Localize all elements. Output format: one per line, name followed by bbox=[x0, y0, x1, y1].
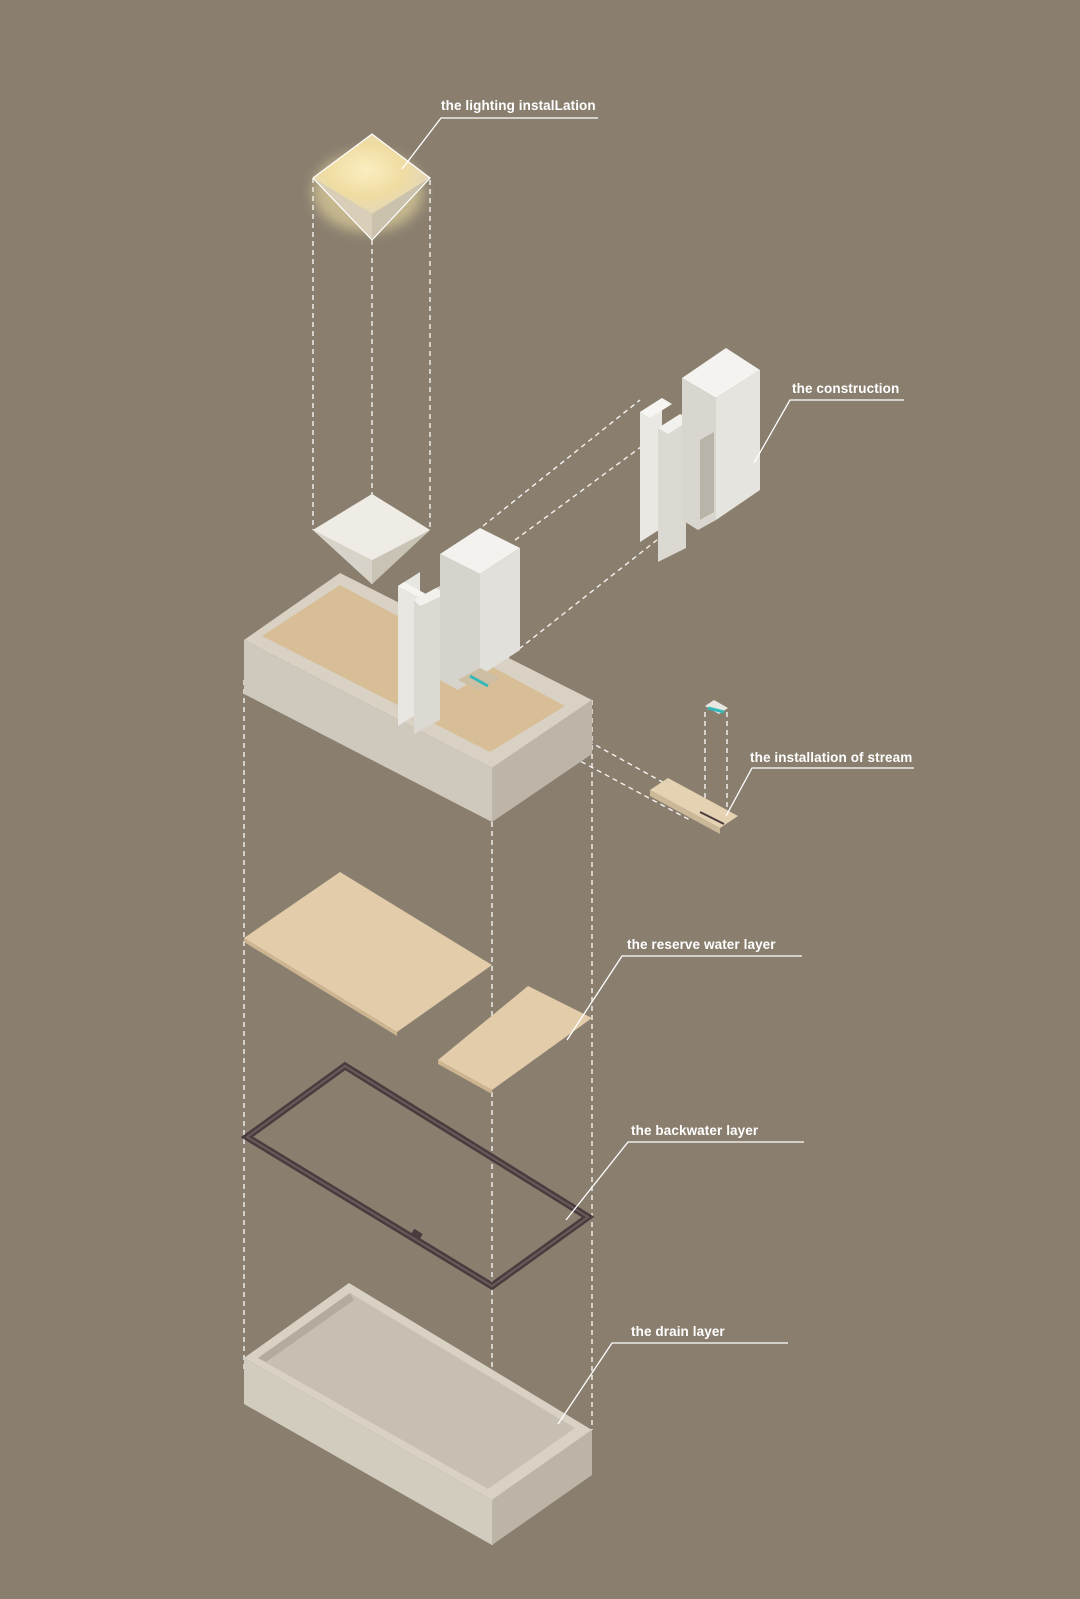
projection-lines bbox=[243, 178, 728, 1545]
construction-exploded bbox=[640, 348, 760, 562]
leader-drain bbox=[557, 1342, 788, 1425]
leader-backwater bbox=[565, 1141, 804, 1221]
label-installation-of-stream: the installation of stream bbox=[750, 750, 913, 765]
reserve-water-layer bbox=[244, 872, 592, 1094]
backwater-layer bbox=[240, 1061, 595, 1291]
lighting-prism-lower bbox=[313, 494, 430, 584]
leader-lines bbox=[401, 117, 914, 1425]
leader-stream bbox=[725, 767, 914, 817]
leader-lighting bbox=[401, 117, 598, 170]
label-drain-layer: the drain layer bbox=[631, 1324, 725, 1339]
lighting-prism-top bbox=[312, 133, 431, 241]
drain-layer bbox=[244, 1283, 592, 1545]
label-reserve-water-layer: the reserve water layer bbox=[627, 937, 776, 952]
leader-construction bbox=[753, 399, 904, 464]
construction-on-base bbox=[398, 528, 520, 734]
label-backwater-layer: the backwater layer bbox=[631, 1123, 759, 1138]
label-lighting-installation: the lighting instalLation bbox=[441, 98, 596, 113]
label-construction: the construction bbox=[792, 381, 900, 396]
leader-reserve bbox=[566, 955, 802, 1041]
stream-installation bbox=[650, 700, 738, 834]
